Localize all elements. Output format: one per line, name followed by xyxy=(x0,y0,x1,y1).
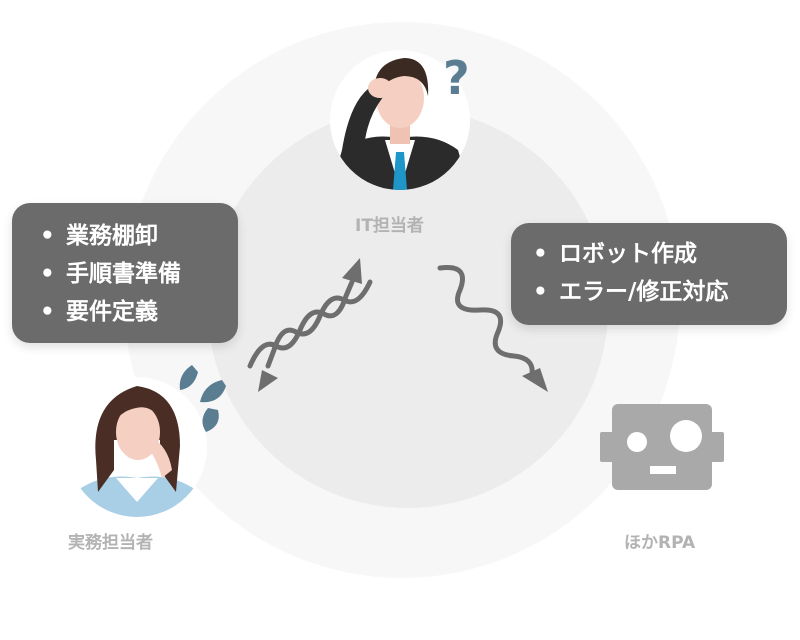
sweat-drops-icon xyxy=(179,365,226,432)
arrow-business-to-it xyxy=(247,279,355,369)
list-item: • エラー/修正対応 xyxy=(533,273,787,311)
task-label: ロボット作成 xyxy=(559,241,697,267)
arrow-it-to-rpa xyxy=(437,264,535,377)
bullet: • xyxy=(40,223,55,249)
question-mark-icon: ? xyxy=(443,51,470,105)
arrowhead-it-to-rpa xyxy=(522,368,548,392)
bullet: • xyxy=(40,261,55,287)
it-person-avatar xyxy=(330,50,470,190)
list-item: • 要件定義 xyxy=(40,293,238,331)
arrowhead-business-to-it xyxy=(342,258,362,284)
task-label: 手順書準備 xyxy=(66,261,181,287)
arrow-it-to-business xyxy=(265,279,373,369)
task-label: 業務棚卸 xyxy=(66,223,158,249)
bullet: • xyxy=(40,299,55,325)
rpa-label: ほかRPA xyxy=(624,533,696,553)
business-tasks-box: • 業務棚卸 • 手順書準備 • 要件定義 xyxy=(12,203,238,343)
list-item: • 手順書準備 xyxy=(40,255,238,293)
business-person-label: 実務担当者 xyxy=(68,533,153,553)
it-person-label: IT担当者 xyxy=(355,216,424,236)
list-item: • 業務棚卸 xyxy=(40,217,238,255)
bullet: • xyxy=(533,279,548,305)
bullet: • xyxy=(533,241,548,267)
task-label: エラー/修正対応 xyxy=(559,279,729,305)
task-label: 要件定義 xyxy=(66,299,158,325)
it-tasks-box: • ロボット作成 • エラー/修正対応 xyxy=(511,223,787,325)
inner-circle xyxy=(208,108,608,508)
arrowhead-it-to-business xyxy=(258,370,278,392)
list-item: • ロボット作成 xyxy=(533,235,787,273)
business-person-avatar xyxy=(67,377,207,517)
robot-icon xyxy=(600,404,724,490)
